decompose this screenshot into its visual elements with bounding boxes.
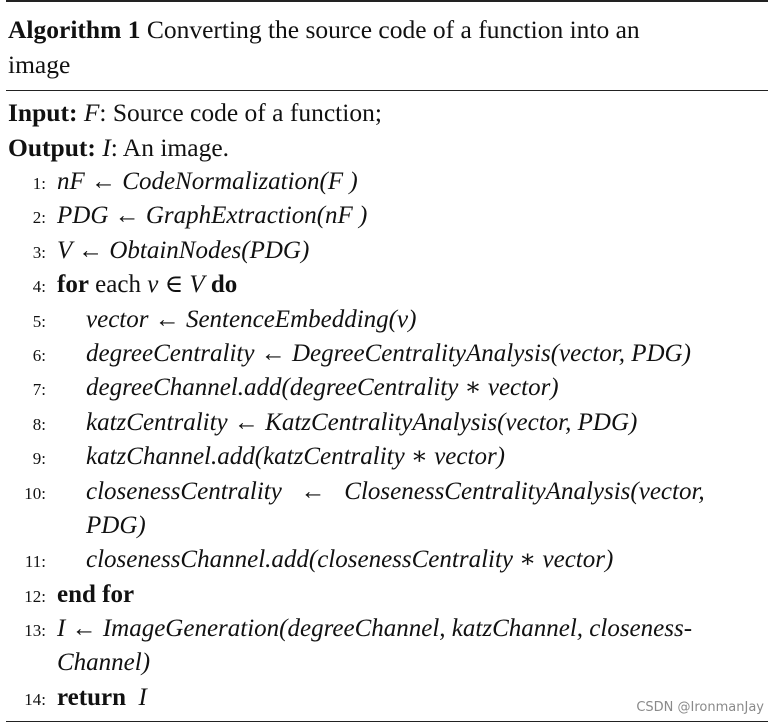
algo-line-1: 1: nF ← CodeNormalization(F ) <box>6 165 768 199</box>
algo-line-5: 5: vector ← SentenceEmbedding(v) <box>6 303 768 337</box>
line-number: 5: <box>32 311 46 331</box>
algo-line-3: 3: V ← ObtainNodes(PDG) <box>6 234 768 268</box>
algo-line-11: 11: closenessChannel.add(closenessCentra… <box>6 543 768 577</box>
algo-line-2: 2: PDG ← GraphExtraction(nF ) <box>6 199 768 233</box>
algo-line-13: 13: I ← ImageGeneration(degreeChannel, k… <box>6 612 768 646</box>
line-statement: for each v ∈ V do <box>57 268 768 302</box>
line-statement-continued: Channel) <box>57 649 151 677</box>
algo-line-7: 7: degreeChannel.add(degreeCentrality ∗ … <box>6 371 768 405</box>
line-number: 7: <box>32 380 46 400</box>
input-line: Input: F: Source code of a function; <box>6 95 768 130</box>
caption-rule <box>6 90 768 91</box>
line-statement: degreeCentrality ← DegreeCentralityAnaly… <box>86 339 691 367</box>
algo-line-13-continued: Channel) <box>6 646 768 680</box>
algorithm-caption: Algorithm 1 Converting the source code o… <box>6 2 768 90</box>
algo-line-6: 6: degreeCentrality ← DegreeCentralityAn… <box>6 337 768 371</box>
line-number: 13: <box>24 621 46 641</box>
line-number: 10: <box>24 483 46 503</box>
top-rule <box>6 0 768 2</box>
line-statement: katzChannel.add(katzCentrality ∗ vector) <box>86 443 505 471</box>
input-var: F <box>83 98 100 127</box>
bottom-rule <box>6 721 768 723</box>
algo-line-4: 4: for each v ∈ V do <box>6 268 768 302</box>
line-number: 4: <box>32 277 46 297</box>
algorithm-block: Algorithm 1 Converting the source code o… <box>6 0 768 723</box>
loop-var: v <box>147 271 159 299</box>
algo-line-12: 12: end for <box>6 578 768 612</box>
for-each: each <box>88 271 148 299</box>
line-number: 14: <box>24 689 46 709</box>
line-number: 6: <box>32 345 46 365</box>
line-statement: katzCentrality ← KatzCentralityAnalysis(… <box>86 408 638 436</box>
algorithm-title-cont: image <box>8 50 71 79</box>
line-statement: I ← ImageGeneration(degreeChannel, katzC… <box>57 615 693 643</box>
algo-line-8: 8: katzCentrality ← KatzCentralityAnalys… <box>6 406 768 440</box>
input-label: Input: <box>8 98 78 127</box>
keyword-return: return <box>57 683 126 711</box>
output-line: Output: I: An image. <box>6 130 768 165</box>
line-number: 2: <box>32 208 46 228</box>
line-statement: degreeChannel.add(degreeCentrality ∗ vec… <box>86 374 559 402</box>
algo-line-10-continued: PDG) <box>6 509 768 543</box>
line-number: 3: <box>32 242 46 262</box>
line-number: 9: <box>32 449 46 469</box>
algo-line-10: 10: closenessCentrality ← ClosenessCentr… <box>6 475 768 509</box>
algo-line-9: 9: katzChannel.add(katzCentrality ∗ vect… <box>6 440 768 474</box>
line-statement: return I <box>57 681 768 715</box>
line-statement: vector ← SentenceEmbedding(v) <box>86 305 417 333</box>
element-of: ∈ <box>158 271 190 299</box>
watermark-text: CSDN @IronmanJay <box>636 700 764 715</box>
line-statement-continued: PDG) <box>86 511 146 539</box>
algo-line-14: 14: return I <box>6 681 768 715</box>
line-number: 1: <box>32 174 46 193</box>
line-number: 11: <box>24 552 46 572</box>
keyword-for: for <box>57 271 89 299</box>
line-statement: closenessChannel.add(closenessCentrality… <box>86 546 614 574</box>
line-number: 8: <box>32 414 46 434</box>
algorithm-body: Input: F: Source code of a function; Out… <box>6 91 768 721</box>
return-var: I <box>138 683 147 711</box>
loop-set: V <box>189 271 205 299</box>
line-number: 12: <box>24 586 46 606</box>
algorithm-title: Converting the source code of a function… <box>146 15 640 44</box>
keyword-do: do <box>204 271 238 299</box>
line-statement: V ← ObtainNodes(PDG) <box>57 236 310 264</box>
line-statement: nF ← CodeNormalization(F ) <box>57 168 358 195</box>
algorithm-label: Algorithm 1 <box>8 15 141 44</box>
keyword-end-for: end for <box>57 580 135 608</box>
line-statement: PDG ← GraphExtraction(nF ) <box>57 202 368 230</box>
input-desc: : Source code of a function; <box>99 98 382 127</box>
output-label: Output: <box>8 133 96 162</box>
line-statement: closenessCentrality ← ClosenessCentralit… <box>86 477 705 505</box>
output-desc: : An image. <box>110 133 230 162</box>
output-var: I <box>102 133 111 162</box>
